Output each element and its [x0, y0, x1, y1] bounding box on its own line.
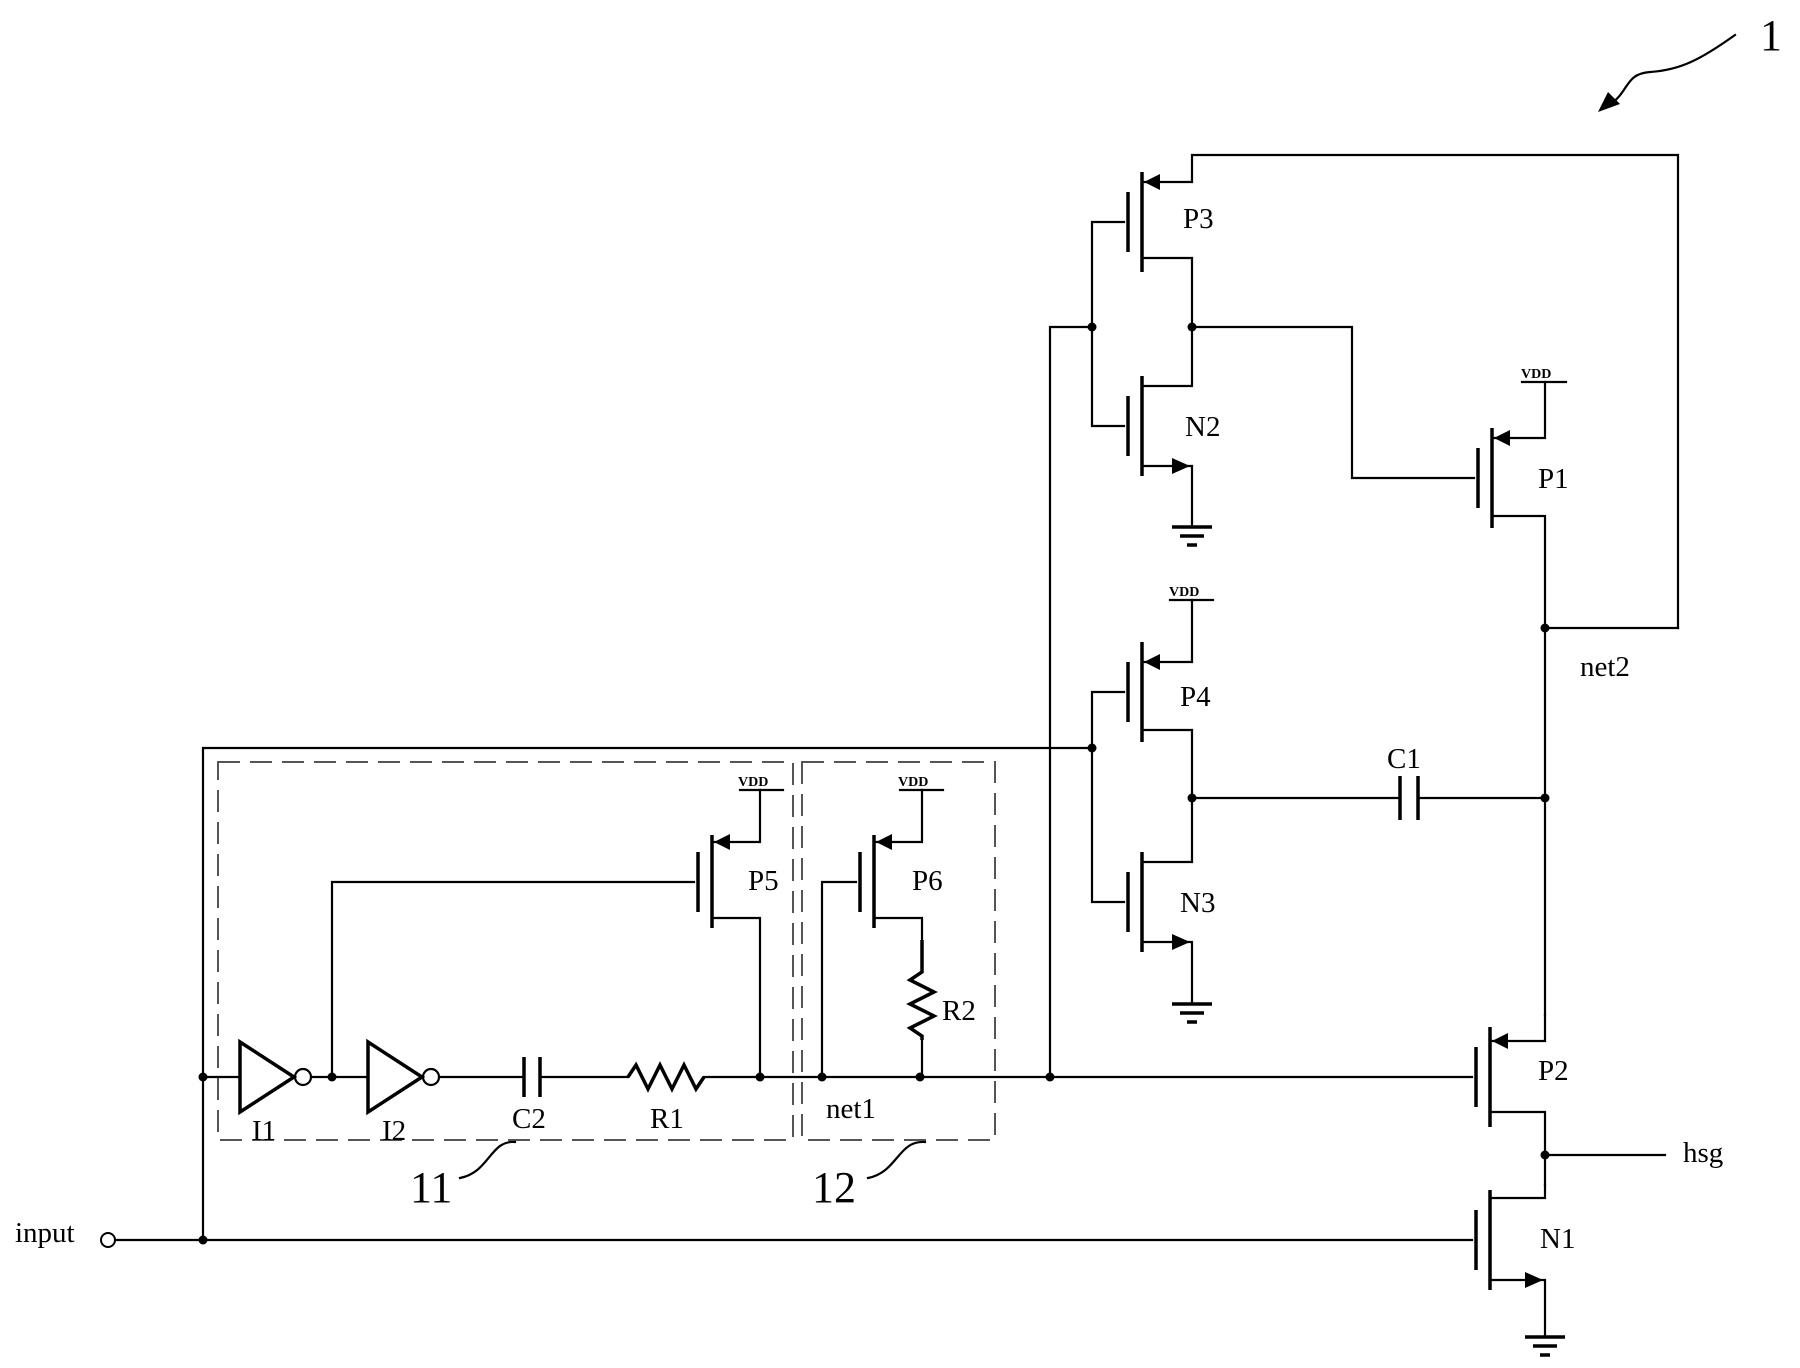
N3-label: N3	[1180, 887, 1215, 919]
figure-number: 1	[1760, 11, 1782, 60]
C2-label: C2	[512, 1103, 546, 1135]
resistor-R1: R1	[626, 1061, 706, 1135]
transistor-N2: N2	[1090, 325, 1220, 547]
transistor-P2: P2	[1474, 1013, 1569, 1187]
transistor-P5: VDD P5	[330, 775, 785, 1079]
resistor-R2: R2	[906, 940, 976, 1079]
R1-label: R1	[650, 1103, 684, 1135]
transistor-P4: VDD P4	[1090, 585, 1215, 800]
P1-vdd: VDD	[1521, 367, 1551, 382]
figure-reference: 1	[1598, 11, 1782, 112]
inverter-I1: I1	[238, 1038, 313, 1147]
P1-label: P1	[1538, 463, 1569, 495]
P2-label: P2	[1538, 1055, 1569, 1087]
P6-vdd: VDD	[898, 775, 928, 790]
capacitor-C2: C2	[512, 1057, 546, 1135]
P3-label: P3	[1183, 203, 1214, 235]
block-12: 12	[801, 761, 996, 1212]
transistor-P1: VDD P1	[1476, 367, 1569, 1017]
I2-label: I2	[382, 1115, 406, 1147]
transistor-P6: VDD P6	[820, 775, 945, 1079]
N1-label: N1	[1540, 1223, 1575, 1255]
P4-label: P4	[1180, 681, 1211, 713]
block-11: 11	[217, 761, 794, 1212]
P6-label: P6	[912, 865, 943, 897]
input-label: input	[15, 1217, 75, 1249]
P5-vdd: VDD	[738, 775, 768, 790]
I1-label: I1	[252, 1115, 276, 1147]
R2-label: R2	[942, 995, 976, 1027]
input-node: input	[15, 1217, 116, 1249]
net1-label: net1	[826, 1093, 876, 1125]
net2-label: net2	[1580, 651, 1630, 683]
block-11-label: 11	[410, 1163, 452, 1212]
P4-vdd: VDD	[1169, 585, 1199, 600]
block-12-label: 12	[812, 1163, 856, 1212]
transistor-N3: N3	[1090, 746, 1215, 1024]
transistor-P3: P3	[1090, 153, 1680, 630]
N2-label: N2	[1185, 411, 1220, 443]
inverter-I2: I2	[366, 1038, 441, 1147]
transistor-N1: N1	[1474, 1183, 1575, 1357]
P5-label: P5	[748, 865, 779, 897]
capacitor-C1: C1	[1190, 743, 1547, 820]
C1-label: C1	[1387, 743, 1421, 775]
hsg-label: hsg	[1683, 1137, 1723, 1169]
